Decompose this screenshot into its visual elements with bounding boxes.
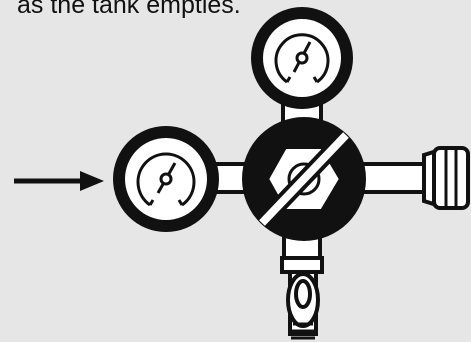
shutoff-valve — [280, 256, 324, 340]
right-arrow-icon — [14, 171, 104, 191]
left-gauge — [113, 126, 219, 232]
outlet-fitting — [422, 146, 470, 210]
regulator-body — [242, 117, 366, 241]
top-gauge — [251, 7, 353, 109]
caption-text: as the tank empties. — [17, 0, 241, 19]
